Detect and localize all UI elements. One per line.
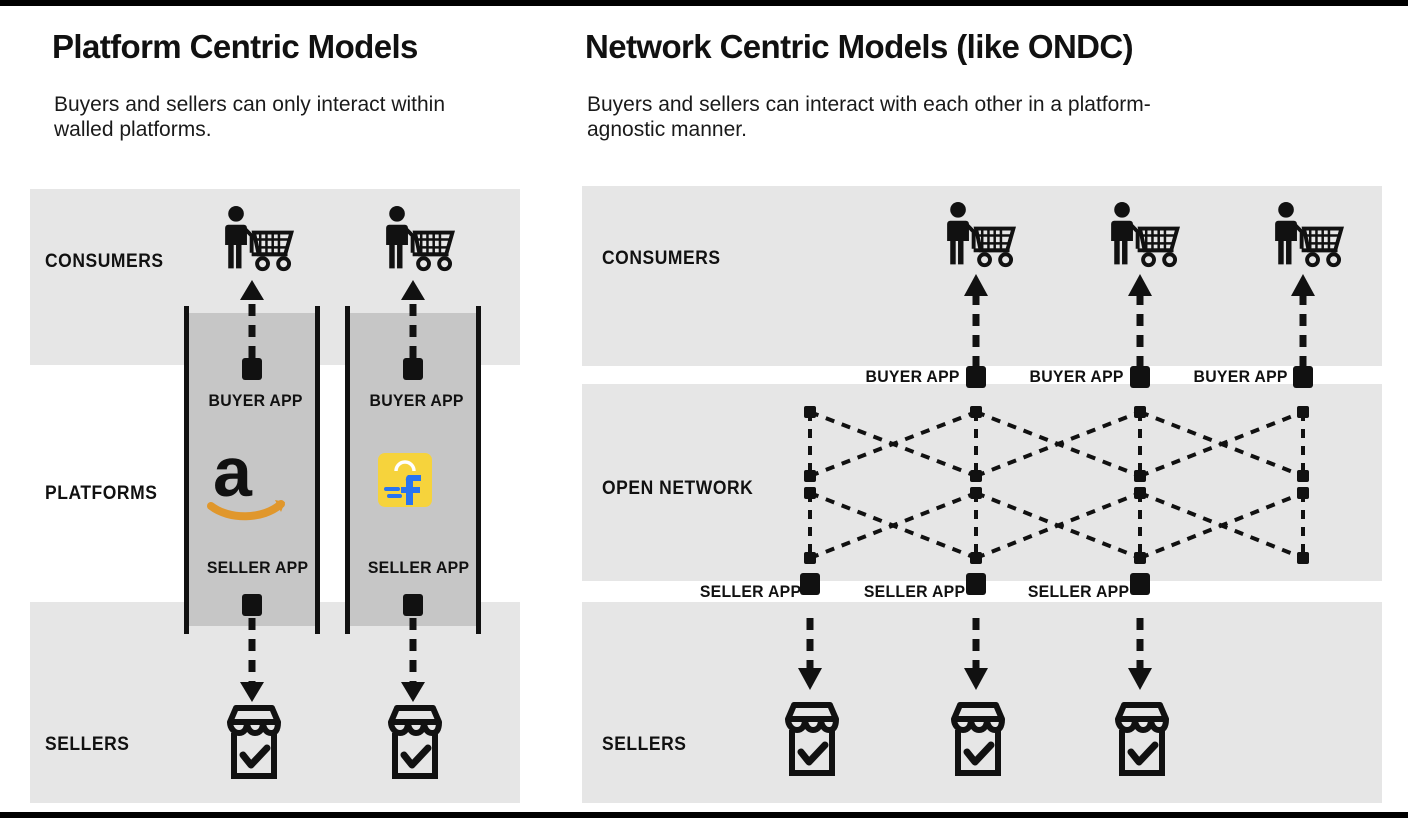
network-node-r4c4[interactable] <box>1297 552 1309 564</box>
seller-app-label-3: SELLER APP <box>1027 582 1130 601</box>
seller-app-label-flipkart: SELLER APP <box>367 558 470 577</box>
buyer-app-label-amazon: BUYER APP <box>208 391 303 410</box>
band-sellers-left <box>30 602 520 803</box>
buyer-app-label-2: BUYER APP <box>1029 367 1124 386</box>
seller-app-label-1: SELLER APP <box>699 582 802 601</box>
row-label-consumers-right: CONSUMERS <box>602 248 721 269</box>
buyer-app-node-1[interactable] <box>966 366 986 388</box>
buyer-app-label-flipkart: BUYER APP <box>369 391 464 410</box>
platform-wall-left-flipkart <box>345 306 350 634</box>
seller-app-node-1[interactable] <box>800 573 820 595</box>
network-node-r4c3[interactable] <box>1134 552 1146 564</box>
panel-title-left: Platform Centric Models <box>52 28 418 65</box>
network-node-r1c2[interactable] <box>970 406 982 418</box>
seller-app-node-2[interactable] <box>966 573 986 595</box>
seller-app-node-amazon[interactable] <box>242 594 262 616</box>
network-node-r3c4[interactable] <box>1297 487 1309 499</box>
seller-app-label-amazon: SELLER APP <box>206 558 309 577</box>
network-node-r3c1[interactable] <box>804 487 816 499</box>
buyer-app-node-flipkart[interactable] <box>403 358 423 380</box>
row-label-consumers-left: CONSUMERS <box>45 251 164 272</box>
row-label-sellers-right: SELLERS <box>602 734 687 755</box>
platform-wall-left-amazon <box>184 306 189 634</box>
network-node-r3c3[interactable] <box>1134 487 1146 499</box>
row-label-platforms-left: PLATFORMS <box>45 483 158 504</box>
buyer-app-label-1: BUYER APP <box>865 367 960 386</box>
seller-app-node-3[interactable] <box>1130 573 1150 595</box>
network-node-r3c2[interactable] <box>970 487 982 499</box>
band-consumers-right <box>582 186 1382 366</box>
network-node-r2c1[interactable] <box>804 470 816 482</box>
network-node-r2c2[interactable] <box>970 470 982 482</box>
buyer-app-node-3[interactable] <box>1293 366 1313 388</box>
platform-wall-right-flipkart <box>476 306 481 634</box>
network-node-r1c3[interactable] <box>1134 406 1146 418</box>
panel-subtitle-left: Buyers and sellers can only interact wit… <box>54 93 446 141</box>
seller-app-label-2: SELLER APP <box>863 582 966 601</box>
buyer-app-label-3: BUYER APP <box>1193 367 1288 386</box>
network-node-r2c4[interactable] <box>1297 470 1309 482</box>
network-node-r1c1[interactable] <box>804 406 816 418</box>
panel-subtitle-right: Buyers and sellers can interact with eac… <box>587 93 1151 141</box>
row-label-sellers-left: SELLERS <box>45 734 130 755</box>
panel-platform-centric: Platform Centric Models Buyers and selle… <box>0 6 560 824</box>
row-label-open-network: OPEN NETWORK <box>602 478 754 499</box>
network-node-r4c2[interactable] <box>970 552 982 564</box>
buyer-app-node-amazon[interactable] <box>242 358 262 380</box>
network-node-r2c3[interactable] <box>1134 470 1146 482</box>
network-node-r4c1[interactable] <box>804 552 816 564</box>
band-sellers-right <box>582 602 1382 803</box>
buyer-app-node-2[interactable] <box>1130 366 1150 388</box>
panel-network-centric: Network Centric Models (like ONDC) Buyer… <box>560 6 1408 824</box>
panel-title-right: Network Centric Models (like ONDC) <box>585 28 1134 65</box>
seller-app-node-flipkart[interactable] <box>403 594 423 616</box>
network-node-r1c4[interactable] <box>1297 406 1309 418</box>
platform-wall-right-amazon <box>315 306 320 634</box>
